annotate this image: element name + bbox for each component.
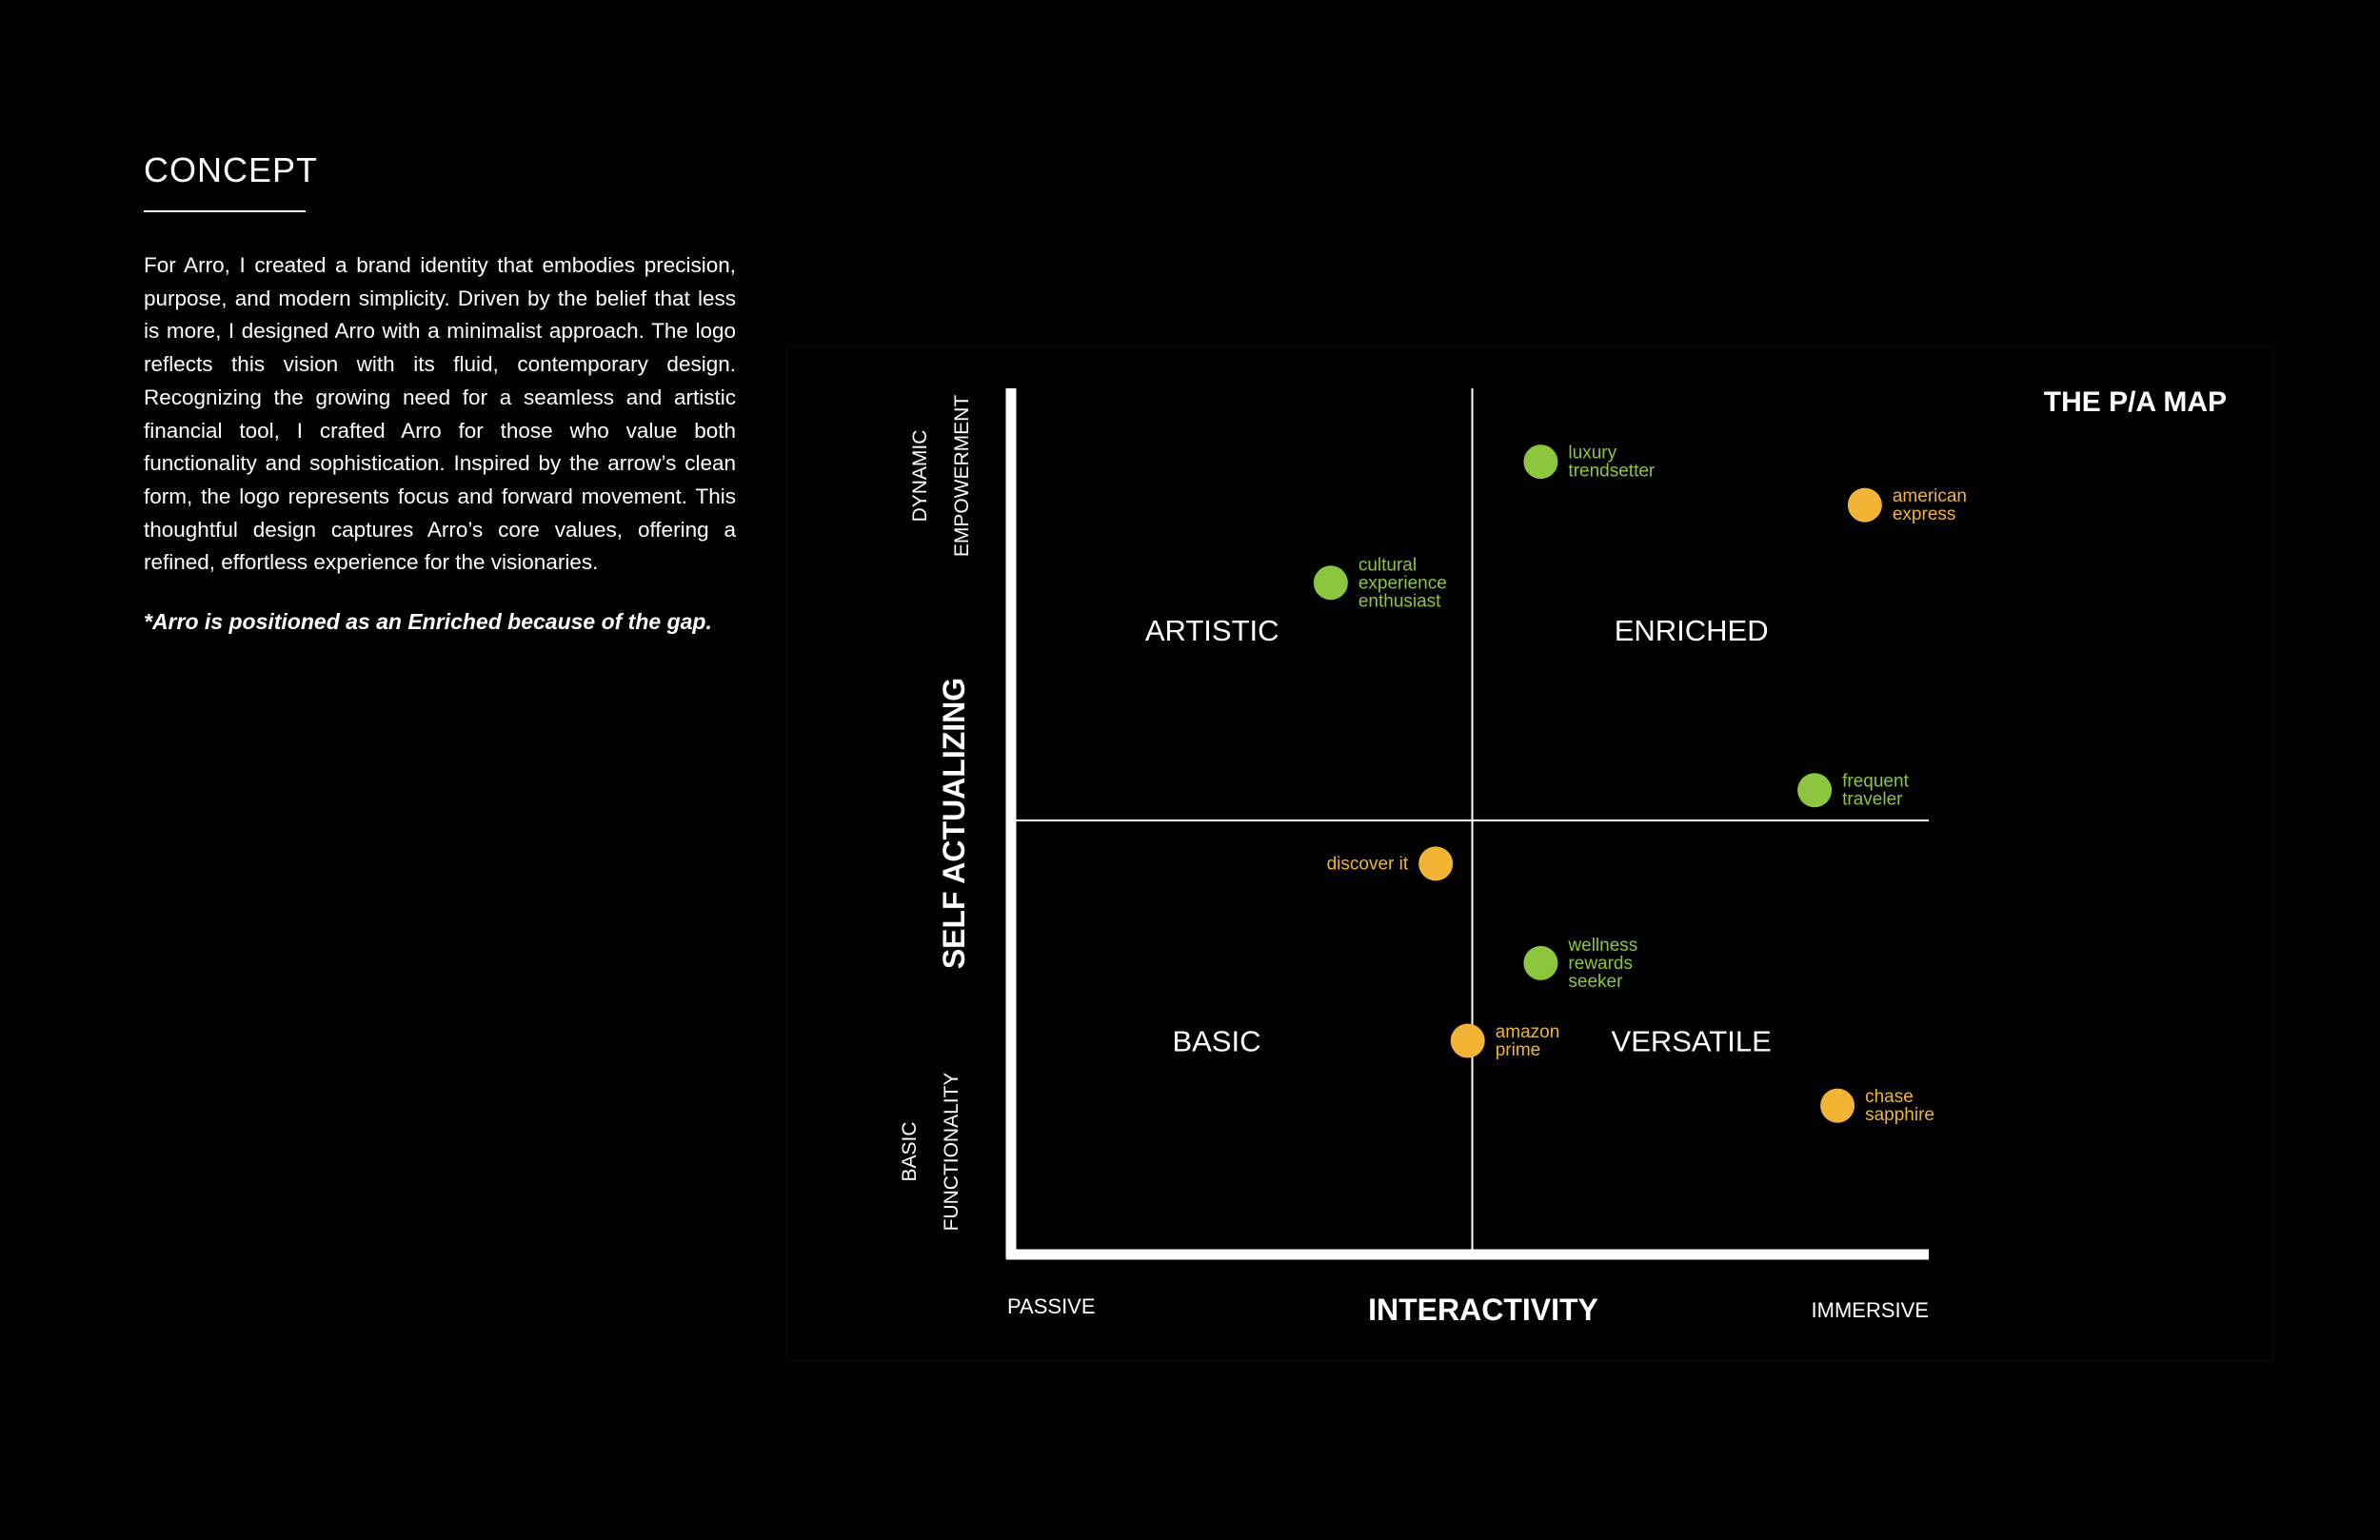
concept-title: CONCEPT [144,150,319,189]
quadrant-label-artistic: ARTISTIC [1145,614,1279,647]
point-label-discover-it: discover it [1327,854,1409,874]
point-chase-sapphire [1820,1088,1855,1123]
point-label-line: enthusiast [1359,591,1441,611]
point-label-line: express [1893,504,1956,524]
point-label-line: seeker [1568,972,1623,992]
concept-note: *Arro is positioned as an Enriched becau… [144,609,712,634]
point-label-line: cultural [1359,555,1417,575]
y-axis-low-label-line: FUNCTIONALITY [941,1073,962,1232]
point-amazon-prime [1450,1023,1485,1058]
point-label-line: trendsetter [1568,462,1655,482]
point-label-line: chase [1865,1087,1914,1107]
point-label-line: luxury [1568,444,1616,464]
point-label-line: wellness [1567,936,1637,956]
point-wellness-rewards-seeker [1523,945,1558,980]
point-luxury-trendsetter [1523,444,1558,480]
point-label-line: frequent [1842,772,1909,792]
x-axis-low-label: PASSIVE [1007,1294,1096,1318]
point-label-line: sapphire [1865,1105,1934,1125]
quadrant-label-basic: BASIC [1172,1025,1260,1058]
point-label-line: traveler [1842,790,1903,810]
point-label-line: experience [1359,573,1447,593]
point-frequent-traveler [1797,773,1833,808]
concept-body: For Arro, I created a brand identity tha… [144,253,736,575]
quadrant-label-enriched: ENRICHED [1615,614,1769,647]
point-discover-it [1418,846,1454,881]
point-label-line: amazon [1496,1022,1560,1042]
y-axis-high-label-line: DYNAMIC [909,430,931,523]
x-axis-high-label: IMMERSIVE [1812,1298,1929,1322]
title-underline [144,210,306,212]
quadrant-label-versatile: VERSATILE [1612,1025,1772,1058]
point-label-line: american [1893,486,1967,506]
pa-map-panel [786,346,2273,1361]
point-american-express [1847,487,1882,523]
x-axis-label: INTERACTIVITY [1368,1293,1598,1327]
y-axis-high-label: DYNAMIC EMPOWERMENT [909,395,973,558]
point-cultural-experience-enthusiast [1313,565,1348,601]
point-label-line: discover it [1327,854,1409,874]
point-label-line: prime [1496,1040,1541,1060]
y-axis-high-label-line: EMPOWERMENT [951,395,973,558]
point-label-line: rewards [1568,954,1633,974]
y-axis-low-label: BASIC FUNCTIONALITY [899,1073,962,1232]
y-axis-low-label-line: BASIC [899,1121,921,1181]
chart-title: THE P/A MAP [2044,386,2227,418]
y-axis-label: SELF ACTUALIZING [937,678,971,969]
